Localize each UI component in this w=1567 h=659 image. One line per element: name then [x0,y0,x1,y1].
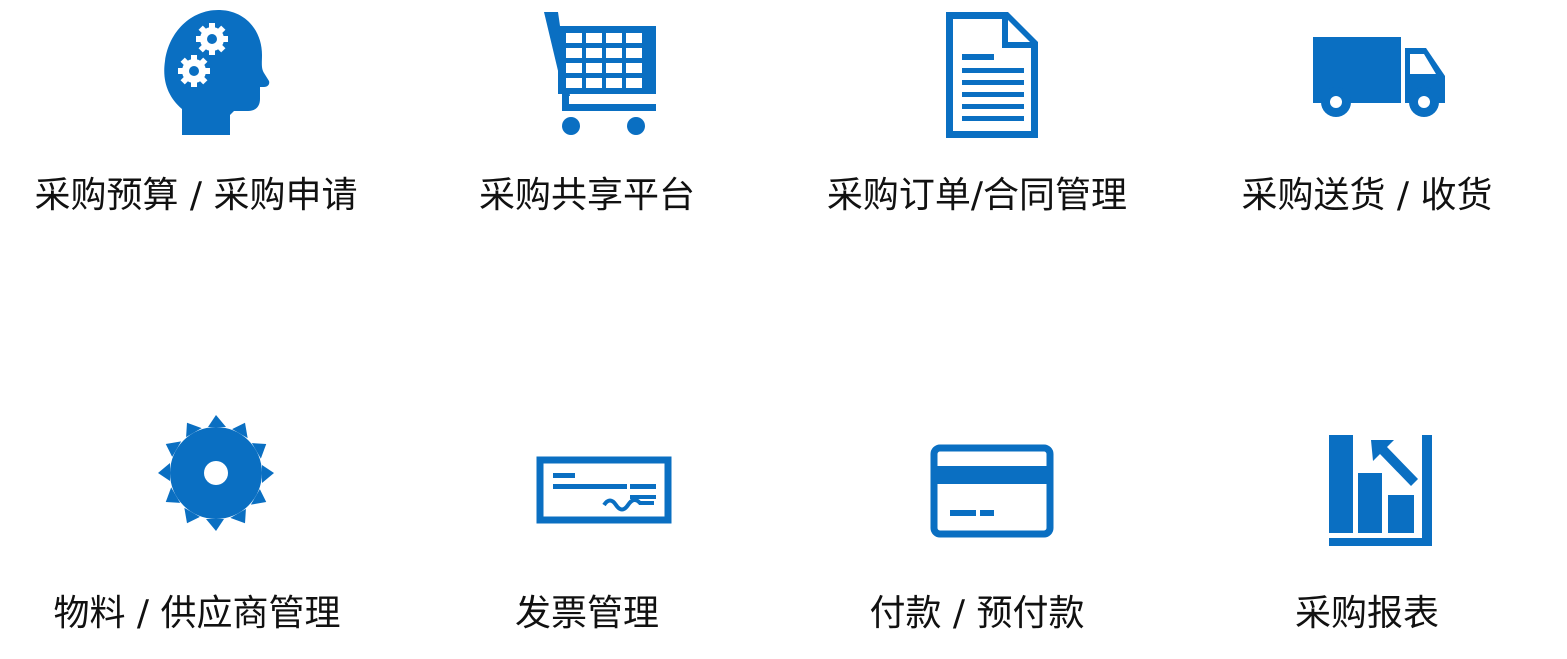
head-gears-icon [164,9,270,135]
check-icon [536,456,672,524]
module-label-material-supplier: 物料 / 供应商管理 [53,593,341,634]
saw-blade-icon [158,415,274,531]
document-icon [946,12,1038,138]
shopping-cart-icon [544,12,656,135]
module-label-report: 采购报表 [1294,593,1440,634]
module-label-shared-platform: 采购共享平台 [478,175,696,216]
module-label-order-contract: 采购订单/合同管理 [826,175,1128,216]
module-label-budget-request: 采购预算 / 采购申请 [34,175,358,216]
credit-card-icon [930,444,1054,538]
delivery-truck-icon [1313,37,1445,117]
module-label-invoice: 发票管理 [514,593,660,634]
growth-chart-icon [1329,435,1432,546]
module-label-delivery-receipt: 采购送货 / 收货 [1241,175,1493,216]
module-label-payment: 付款 / 预付款 [869,593,1085,634]
